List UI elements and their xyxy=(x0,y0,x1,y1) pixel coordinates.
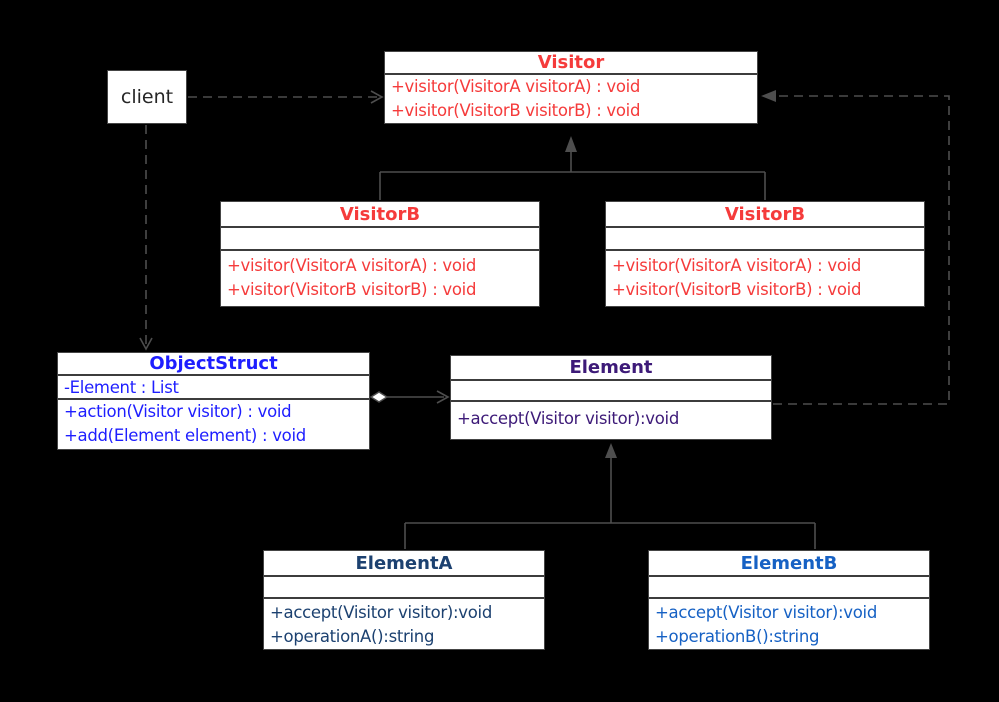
class-visitorb-left[interactable]: VisitorB +visitor(VisitorA visitorA) : v… xyxy=(220,201,540,307)
dependency-client-to-objectstruct xyxy=(139,125,153,351)
class-visitorb-right[interactable]: VisitorB +visitor(VisitorA visitorA) : v… xyxy=(605,201,925,307)
method-line: +visitor(VisitorA visitorA) : void xyxy=(227,256,477,275)
method-line: +visitor(VisitorA visitorA) : void xyxy=(612,256,862,275)
method-line: +action(Visitor visitor) : void xyxy=(64,402,292,421)
class-element-title: Element xyxy=(451,356,771,381)
class-elementa-methods: +accept(Visitor visitor):void +operation… xyxy=(264,599,544,649)
class-elementb[interactable]: ElementB +accept(Visitor visitor):void +… xyxy=(648,550,930,650)
dependency-element-to-visitor xyxy=(761,90,950,405)
class-elementb-attributes-empty xyxy=(649,577,929,599)
class-elementa[interactable]: ElementA +accept(Visitor visitor):void +… xyxy=(263,550,545,650)
generalization-visitorb-to-visitor xyxy=(379,136,766,200)
node-client-label: client xyxy=(120,86,174,108)
method-line: +add(Element element) : void xyxy=(64,426,306,445)
method-line: +accept(Visitor visitor):void xyxy=(655,603,877,622)
class-element[interactable]: Element +accept(Visitor visitor):void xyxy=(450,355,772,440)
method-line: +operationA():string xyxy=(270,627,435,646)
class-element-attributes-empty xyxy=(451,381,771,402)
method-line: +visitor(VisitorA visitorA) : void xyxy=(391,77,641,96)
class-elementb-methods: +accept(Visitor visitor):void +operation… xyxy=(649,599,929,649)
class-visitorb-left-methods: +visitor(VisitorA visitorA) : void +visi… xyxy=(221,251,539,302)
method-line: +accept(Visitor visitor):void xyxy=(457,409,679,428)
method-line: +accept(Visitor visitor):void xyxy=(270,603,492,622)
class-elementb-title: ElementB xyxy=(649,551,929,577)
class-objectstruct-methods: +action(Visitor visitor) : void +add(Ele… xyxy=(58,400,369,448)
class-visitorb-right-methods: +visitor(VisitorA visitorA) : void +visi… xyxy=(606,251,924,302)
class-visitorb-left-title: VisitorB xyxy=(221,202,539,228)
class-elementa-attributes-empty xyxy=(264,577,544,599)
generalization-elements-to-element xyxy=(404,443,816,549)
class-objectstruct-attributes: -Element : List xyxy=(58,376,369,400)
method-line: +visitor(VisitorB visitorB) : void xyxy=(391,101,641,120)
class-objectstruct-title: ObjectStruct xyxy=(58,353,369,376)
class-visitor-methods: +visitor(VisitorA visitorA) : void +visi… xyxy=(385,75,757,123)
method-line: +operationB():string xyxy=(655,627,820,646)
class-visitorb-right-title: VisitorB xyxy=(606,202,924,228)
class-objectstruct[interactable]: ObjectStruct -Element : List +action(Vis… xyxy=(57,352,370,450)
dependency-client-to-visitor xyxy=(188,90,384,104)
class-element-methods: +accept(Visitor visitor):void xyxy=(451,402,771,431)
method-line: +visitor(VisitorB visitorB) : void xyxy=(612,280,862,299)
class-elementa-title: ElementA xyxy=(264,551,544,577)
node-client[interactable]: client xyxy=(107,70,187,124)
attribute-line: -Element : List xyxy=(64,378,179,397)
class-visitorb-left-attributes-empty xyxy=(221,228,539,251)
class-visitorb-right-attributes-empty xyxy=(606,228,924,251)
aggregation-objectstruct-to-element xyxy=(369,390,450,404)
class-visitor-title: Visitor xyxy=(385,52,757,75)
method-line: +visitor(VisitorB visitorB) : void xyxy=(227,280,477,299)
class-visitor[interactable]: Visitor +visitor(VisitorA visitorA) : vo… xyxy=(384,51,758,124)
